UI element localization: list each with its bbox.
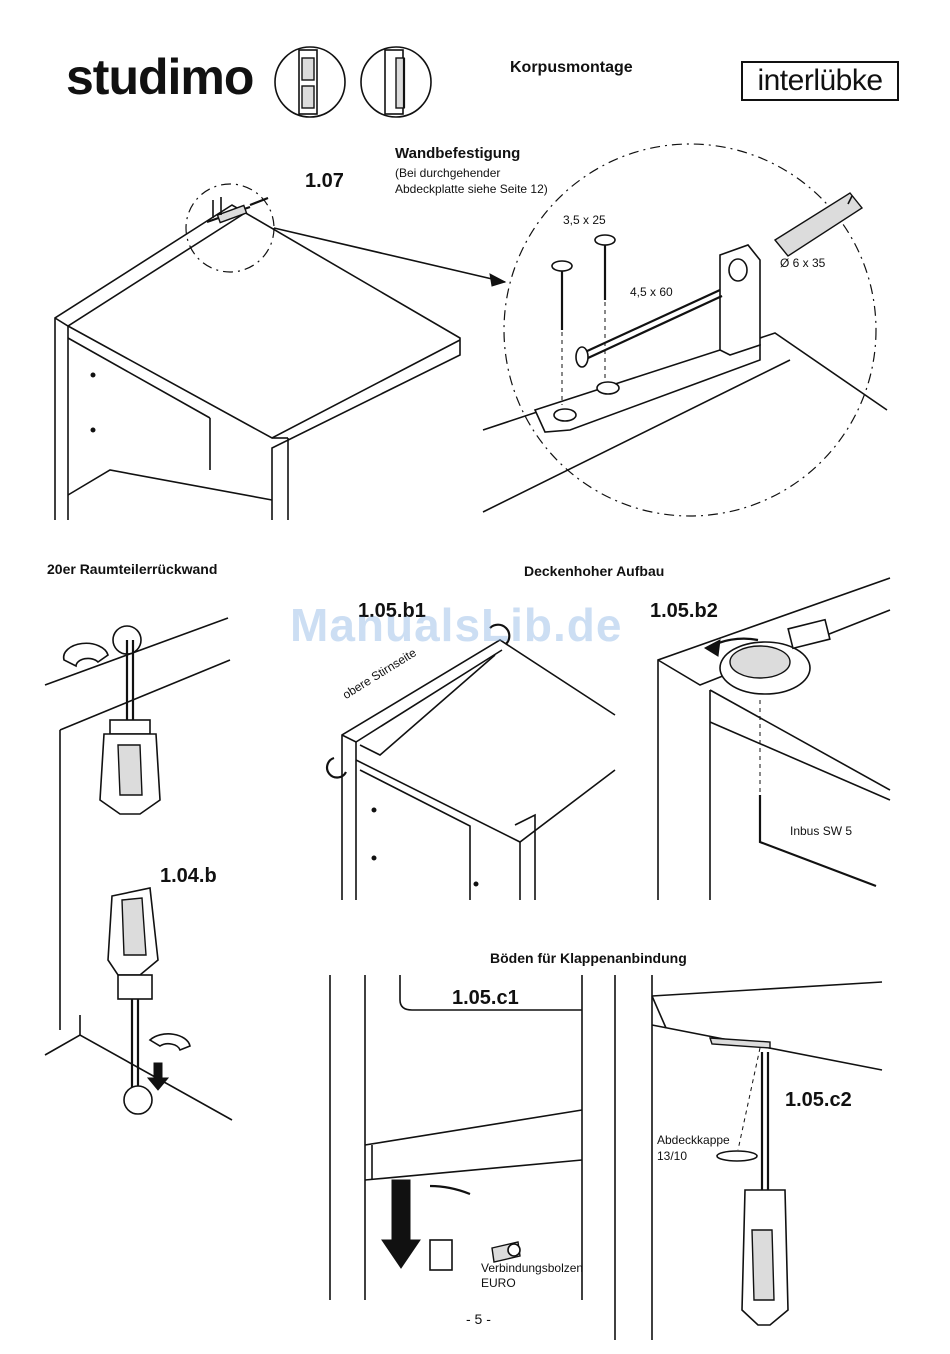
label-screw-small: 3,5 x 25 xyxy=(563,213,606,227)
watermark: ManualsLib.de xyxy=(290,599,623,651)
label-hex-key: Inbus SW 5 xyxy=(790,824,853,838)
heading-wandbefestigung: Wandbefestigung xyxy=(395,145,521,162)
hinge-icon-left xyxy=(274,46,346,118)
step-label-105c2: 1.05.c2 xyxy=(785,1089,852,1111)
detail-circle-wall-bracket xyxy=(482,143,888,517)
label-cap-1: Abdeckkappe xyxy=(657,1133,730,1147)
drawing-104b xyxy=(44,617,233,1121)
page-number: - 5 - xyxy=(466,1311,491,1327)
label-dowel: Ø 6 x 35 xyxy=(780,256,826,270)
brand-name: studimo xyxy=(66,49,254,105)
heading-raumteilerrueckwand: 20er Raumteilerrückwand xyxy=(47,561,218,577)
step-label-105c1: 1.05.c1 xyxy=(452,987,519,1009)
label-screw-long: 4,5 x 60 xyxy=(630,285,673,299)
page-title: Korpusmontage xyxy=(510,59,633,76)
heading-boeden-klappenanbindung: Böden für Klappenanbindung xyxy=(490,950,687,966)
heading-deckenhoher-aufbau: Deckenhoher Aufbau xyxy=(524,563,665,579)
step-label-107: 1.07 xyxy=(305,170,344,192)
note-line-2: Abdeckplatte siehe Seite 12) xyxy=(395,182,548,196)
step-label-104b: 1.04.b xyxy=(160,865,217,887)
cabinet-drawing-107 xyxy=(54,183,507,520)
label-cap-2: 13/10 xyxy=(657,1149,688,1163)
label-bolt-1: Verbindungsbolzen xyxy=(481,1261,584,1275)
drawing-105c2 xyxy=(614,975,883,1340)
manufacturer-logo: interlübke xyxy=(741,61,899,101)
hinge-icon-right xyxy=(360,46,432,118)
label-bolt-2: EURO xyxy=(481,1276,516,1290)
drawing-105b2 xyxy=(657,577,891,900)
step-label-105b1: 1.05.b1 xyxy=(358,600,426,622)
drawing-105c1 xyxy=(329,975,583,1300)
note-line-1: (Bei durchgehender xyxy=(395,166,501,180)
step-label-105b2: 1.05.b2 xyxy=(650,600,718,622)
drawing-105b1 xyxy=(325,623,616,900)
